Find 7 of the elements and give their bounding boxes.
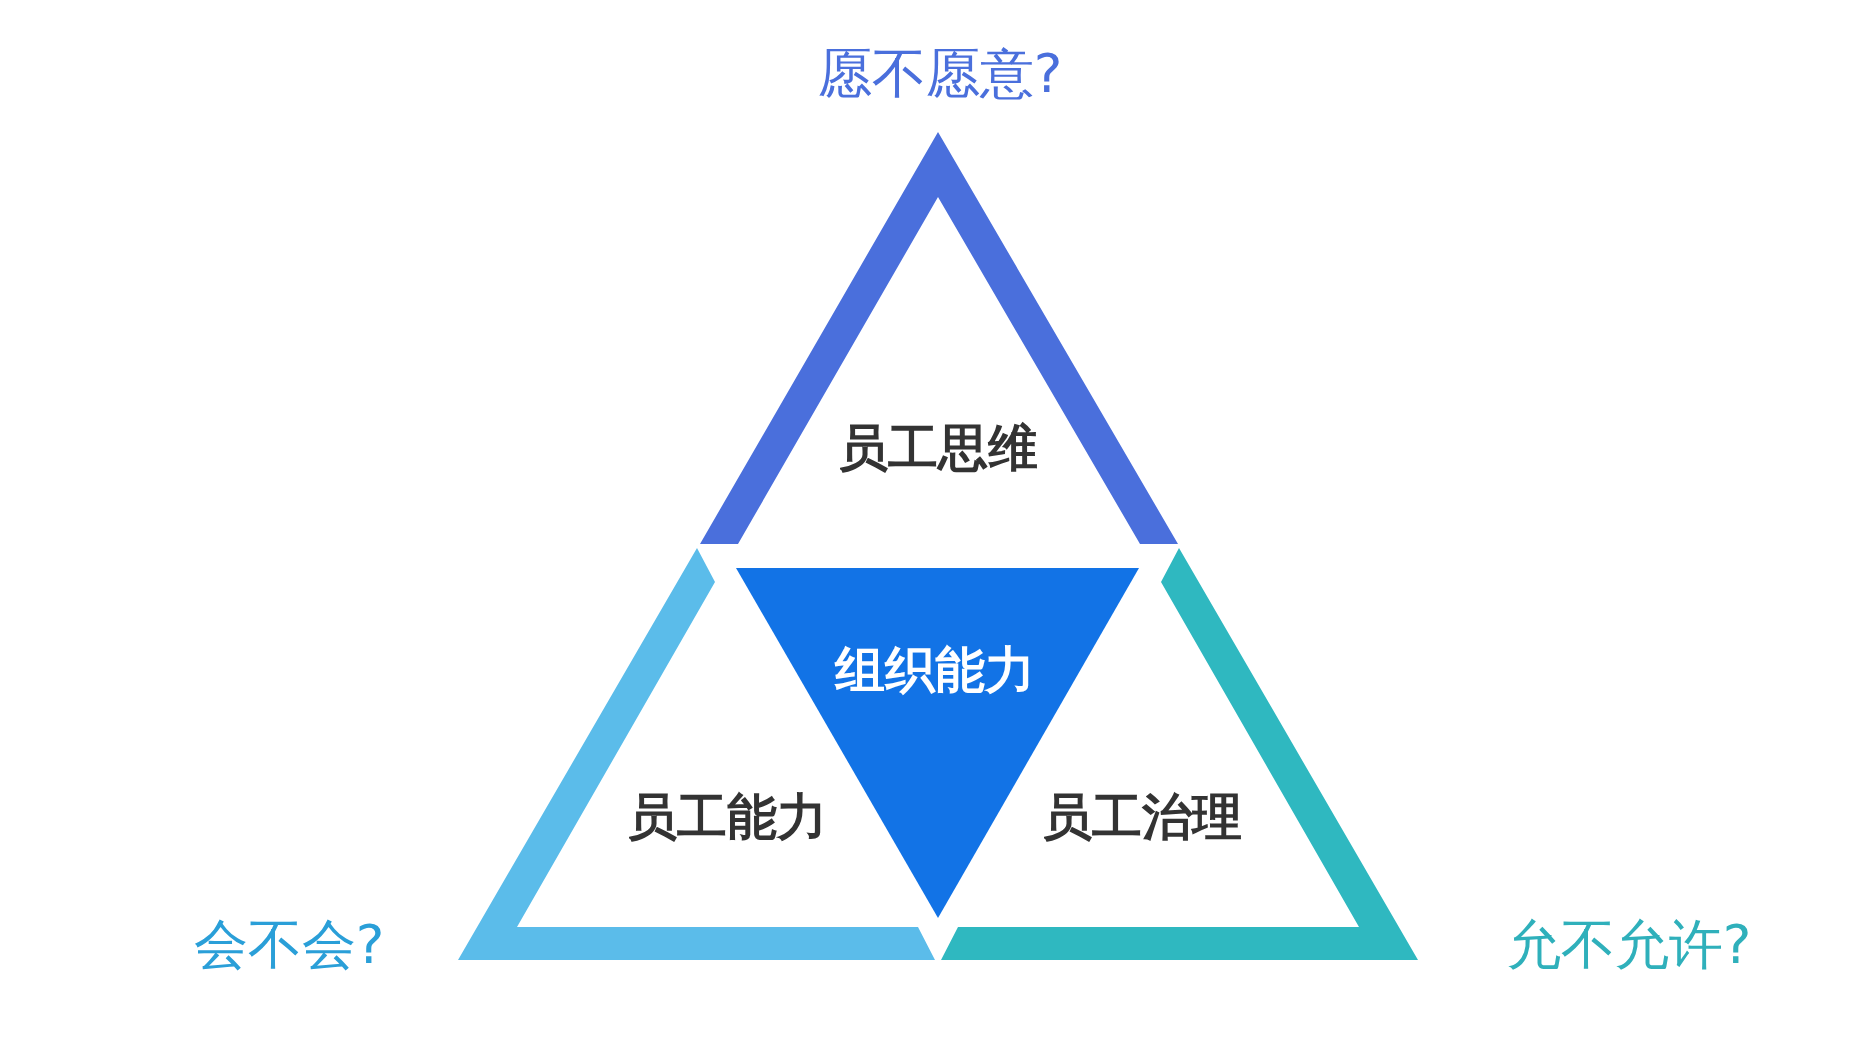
node-label: 员工治理 [1042,786,1242,848]
question-label: 允不允许? [1506,911,1752,978]
question-label: 会不会? [193,911,385,978]
question-label: 愿不愿意? [817,40,1063,107]
node-label: 员工思维 [838,417,1038,479]
node-label: 组织能力 [835,639,1035,701]
node-label: 员工能力 [627,786,827,848]
